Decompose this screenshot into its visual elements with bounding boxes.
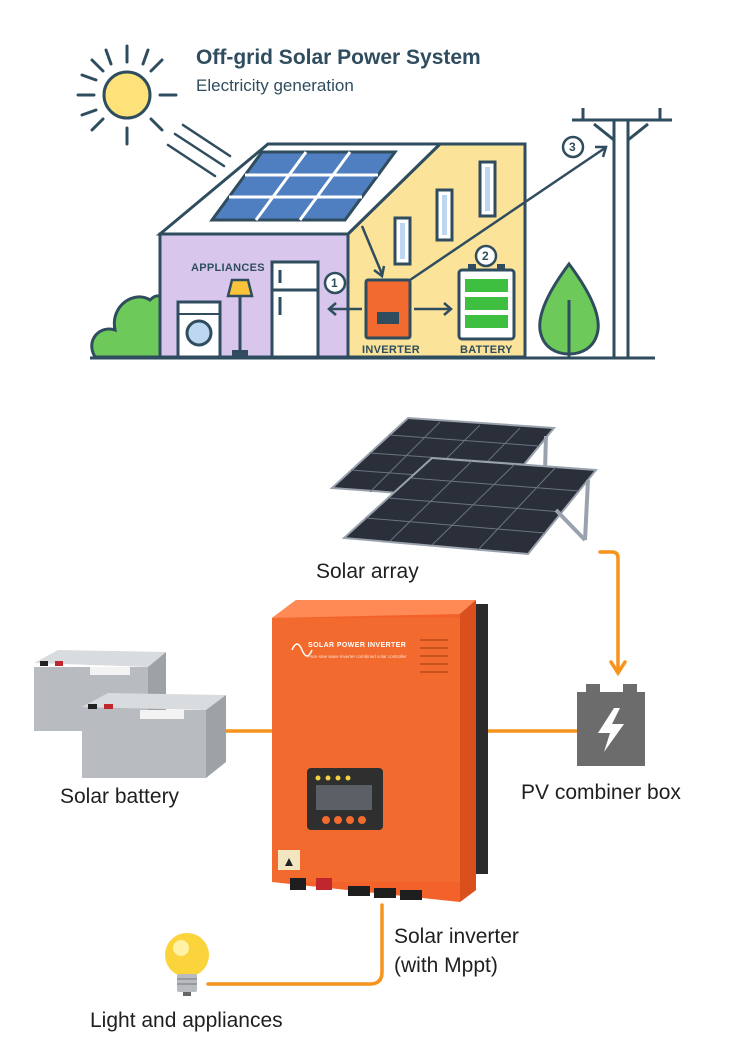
washing-machine-icon [176, 300, 222, 359]
solar-array-label: Solar array [316, 560, 419, 583]
house-battery-icon [457, 264, 516, 341]
solar-array-image [329, 416, 598, 556]
lamp-icon [226, 278, 254, 357]
solar-inverter-label: Solar inverter [394, 925, 519, 948]
flow-arrows [327, 145, 608, 316]
sunbeam-lines [166, 123, 232, 178]
bush-icon [90, 294, 167, 359]
pv-combiner-box-icon [577, 684, 645, 766]
solar-inverter-sublabel: (with Mppt) [394, 954, 498, 977]
light-bulb-icon [165, 933, 209, 996]
pv-combiner-box-label: PV combiner box [521, 781, 681, 804]
step1-circle [323, 271, 347, 295]
solar-inverter-image [272, 600, 488, 902]
fridge-icon [270, 260, 320, 359]
page-title: Off-grid Solar Power System [196, 46, 481, 69]
power-pole-icon [572, 108, 672, 360]
step2-number: 2 [482, 249, 489, 263]
solar-battery-label: Solar battery [60, 785, 180, 808]
step2-circle [474, 244, 498, 268]
appliances-label: APPLIANCES [191, 262, 265, 274]
inverter-label: INVERTER [362, 344, 421, 356]
wiring [206, 550, 627, 986]
roof-solar-panel [209, 150, 398, 222]
inverter-brand-line: SOLAR POWER INVERTER [308, 642, 407, 649]
step1-number: 1 [331, 276, 338, 290]
sun-icon [76, 44, 178, 146]
page-subtitle: Electricity generation [196, 76, 354, 95]
inverter-tagline: Pure sine wave inverter combined solar c… [308, 654, 407, 659]
step3-number: 3 [569, 140, 576, 154]
step3-circle [561, 135, 585, 159]
house-inverter-icon [364, 278, 412, 340]
light-appliances-label: Light and appliances [90, 1009, 283, 1032]
battery-label: BATTERY [460, 344, 513, 356]
tree-icon [538, 261, 600, 357]
battery-bank-image [34, 650, 226, 778]
